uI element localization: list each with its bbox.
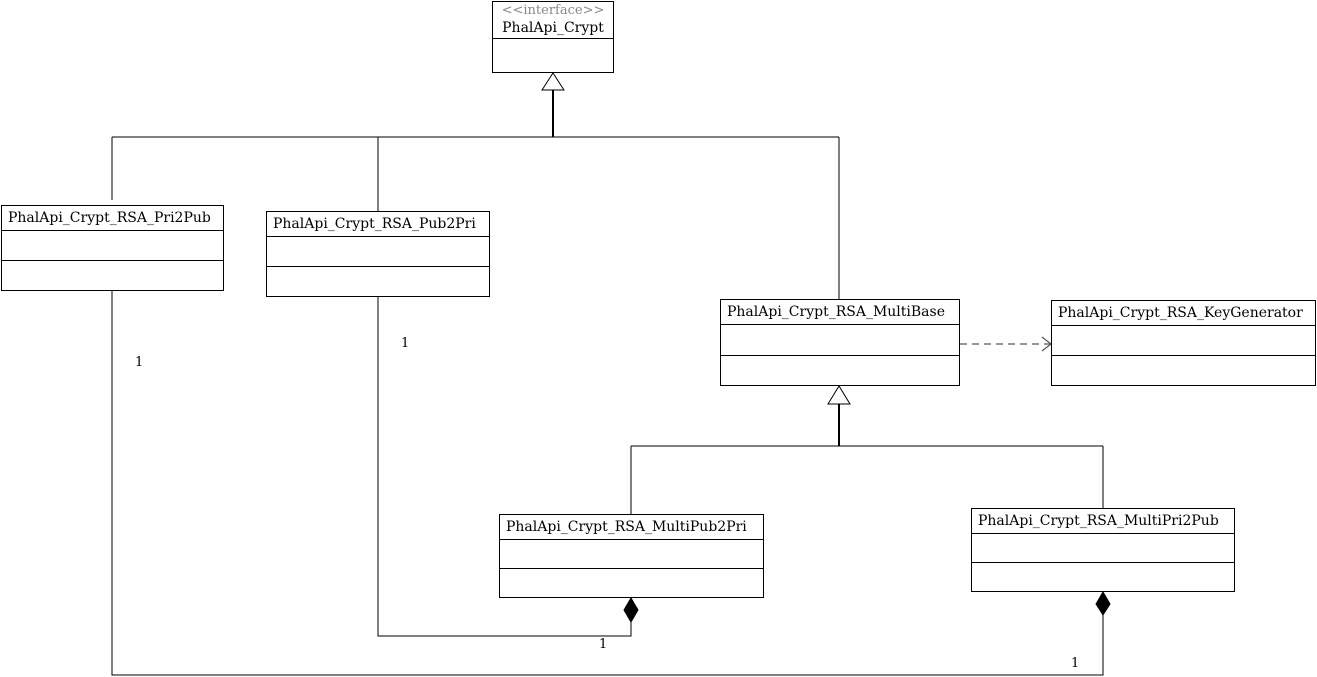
- attributes-section: [267, 237, 489, 266]
- multiplicity-label: 1: [599, 637, 608, 652]
- class-name: PhalApi_Crypt_RSA_MultiPri2Pub: [972, 509, 1234, 534]
- operations-section: [2, 260, 223, 290]
- multiplicity-label: 1: [1071, 656, 1080, 671]
- multiplicity-label: 1: [401, 336, 410, 351]
- operations-section: [1052, 355, 1315, 385]
- attributes-section: [721, 325, 959, 355]
- composition-diamond: [623, 597, 639, 623]
- class-box-phalapi-crypt[interactable]: <<interface>> PhalApi_Crypt: [492, 1, 614, 73]
- class-box-rsa-multibase[interactable]: PhalApi_Crypt_RSA_MultiBase: [720, 299, 960, 386]
- attributes-section: [500, 540, 763, 568]
- class-box-rsa-keygenerator[interactable]: PhalApi_Crypt_RSA_KeyGenerator: [1051, 300, 1316, 386]
- multiplicity-label: 1: [135, 355, 144, 370]
- class-box-rsa-pub2pri[interactable]: PhalApi_Crypt_RSA_Pub2Pri: [266, 211, 490, 297]
- class-name: PhalApi_Crypt_RSA_Pub2Pri: [267, 212, 489, 237]
- class-name: PhalApi_Crypt_RSA_MultiBase: [721, 300, 959, 325]
- composition-line: [111, 291, 1104, 676]
- composition-line: [377, 297, 632, 637]
- class-name: PhalApi_Crypt: [502, 20, 604, 36]
- stereotype-label: <<interface>>: [501, 3, 605, 18]
- attributes-section: [493, 39, 613, 72]
- operations-section: [267, 266, 489, 296]
- class-box-rsa-multipub2pri[interactable]: PhalApi_Crypt_RSA_MultiPub2Pri: [499, 514, 764, 598]
- generalization-arrowhead: [827, 385, 851, 405]
- composition-multipri2pub-pri2pub: [111, 291, 1111, 676]
- composition-multipub2pri-pub2pri: [377, 297, 639, 637]
- attributes-section: [1052, 326, 1315, 355]
- class-name: PhalApi_Crypt_RSA_MultiPub2Pri: [500, 515, 763, 540]
- operations-section: [721, 354, 959, 386]
- generalization-arrowhead: [541, 72, 565, 91]
- class-name: PhalApi_Crypt_RSA_KeyGenerator: [1052, 301, 1315, 326]
- composition-diamond: [1095, 591, 1111, 616]
- class-header: <<interface>> PhalApi_Crypt: [493, 2, 613, 39]
- operations-section: [500, 568, 763, 597]
- class-name: PhalApi_Crypt_RSA_Pri2Pub: [2, 206, 223, 231]
- attributes-section: [2, 231, 223, 260]
- class-box-rsa-multipri2pub[interactable]: PhalApi_Crypt_RSA_MultiPri2Pub: [971, 508, 1235, 592]
- operations-section: [972, 562, 1234, 591]
- attributes-section: [972, 534, 1234, 562]
- dependency-multibase-keygenerator: [960, 336, 1052, 352]
- class-box-rsa-pri2pub[interactable]: PhalApi_Crypt_RSA_Pri2Pub: [1, 205, 224, 291]
- generalization-to-multibase: [630, 385, 1104, 514]
- generalization-to-crypt: [111, 72, 840, 299]
